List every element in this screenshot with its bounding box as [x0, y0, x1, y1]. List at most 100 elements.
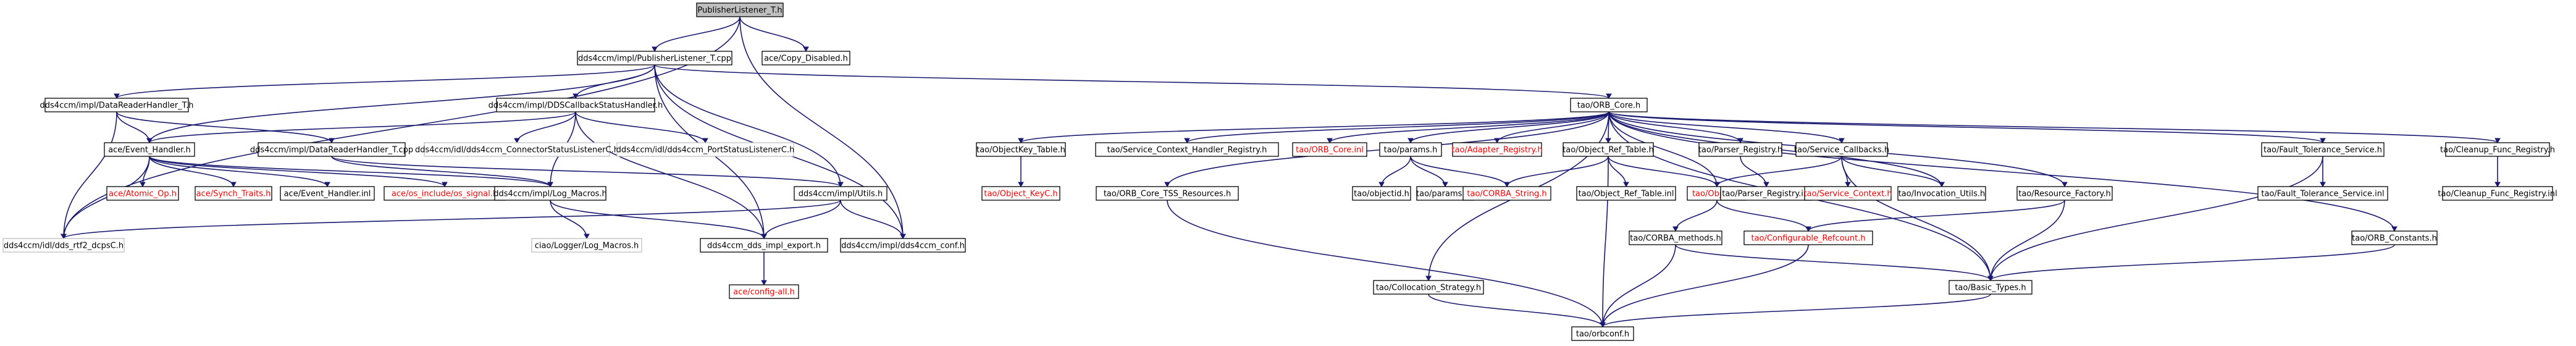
- node-box: [258, 142, 406, 157]
- node-tss[interactable]: tao/ORB_Core_TSS_Resources.h: [1096, 186, 1239, 201]
- node-drh-cpp[interactable]: dds4ccm/impl/DataReaderHandler_T.cpp: [250, 142, 413, 157]
- node-invocation-utils[interactable]: tao/Invocation_Utils.h: [1897, 186, 1986, 201]
- node-parser-reg-inl[interactable]: tao/Parser_Registry.inl: [1720, 186, 1813, 201]
- node-orb-core-inl[interactable]: tao/ORB_Core.inl: [1292, 142, 1367, 157]
- node-cleanup-reg[interactable]: tao/Cleanup_Func_Registry.h: [2440, 142, 2555, 157]
- node-parser-reg[interactable]: tao/Parser_Registry.h: [1698, 142, 1782, 157]
- node-box: [696, 2, 784, 17]
- edge-parser_reg-to-parser_reg_inl: [1740, 156, 1767, 187]
- node-pub-cpp[interactable]: dds4ccm/impl/PublisherListener_T.cpp: [577, 51, 732, 65]
- node-orbconf[interactable]: tao/orbconf.h: [1571, 326, 1634, 341]
- node-ft-service-inl[interactable]: tao/Fault_Tolerance_Service.inl: [2257, 186, 2388, 201]
- node-resource-factory[interactable]: tao/Resource_Factory.h: [2016, 186, 2113, 201]
- node-collocation[interactable]: tao/Collocation_Strategy.h: [1373, 280, 1484, 295]
- edge-objref_table-to-corba_string: [1506, 156, 1609, 187]
- arrowhead-event_handler_h-to-synch_traits: [230, 182, 237, 188]
- edge-orb_core_h-to-ft_service: [1608, 111, 2323, 143]
- node-event-handler-h[interactable]: ace/Event_Handler.h: [104, 142, 195, 157]
- node-box: [494, 186, 606, 201]
- node-atomic-op[interactable]: ace/Atomic_Op.h: [106, 186, 179, 201]
- node-configurable-refcount[interactable]: tao/Configurable_Refcount.h: [1743, 230, 1873, 245]
- arrowhead-pub_cpp-to-ddscb_h: [573, 93, 579, 99]
- node-box: [531, 238, 642, 253]
- node-objkey-table[interactable]: tao/ObjectKey_Table.h: [976, 142, 1066, 157]
- arrowhead-objref_table-to-corba_string: [1504, 182, 1510, 188]
- arrowhead-orb_core_h-to-tss: [1164, 182, 1170, 188]
- node-dds-export[interactable]: dds4ccm_dds_impl_export.h: [700, 238, 828, 253]
- node-dds4ccm-conf[interactable]: dds4ccm/impl/dds4ccm_conf.h: [840, 238, 966, 253]
- node-ddscb-h[interactable]: dds4ccm/impl/DDSCallbackStatusHandler.h: [489, 98, 663, 112]
- edge-orb_core_h-to-svc_callbacks: [1608, 111, 1842, 143]
- node-params-h[interactable]: tao/params.h: [1379, 142, 1442, 157]
- node-label: tao/Object_KeyC.h: [984, 190, 1057, 199]
- node-box: [729, 284, 799, 299]
- node-drh-h[interactable]: dds4ccm/impl/DataReaderHandler_T.h: [40, 98, 194, 112]
- node-orb-core-h[interactable]: tao/ORB_Core.h: [1570, 98, 1648, 112]
- node-label: PublisherListener_T.h: [697, 6, 782, 15]
- edge-root-to-dds4ccm_conf: [739, 16, 904, 239]
- node-params-inl[interactable]: tao/params.inl: [1416, 186, 1474, 201]
- edge-svc_callbacks-to-invocation_utils: [1841, 156, 1942, 187]
- node-box: [1795, 142, 1888, 157]
- node-objectid[interactable]: tao/objectid.h: [1352, 186, 1411, 201]
- edge-log_macros-to-ciao_log: [550, 200, 587, 239]
- node-svc-ctx[interactable]: tao/Service_Context_Handler_Registry.h: [1095, 142, 1279, 157]
- node-log-macros[interactable]: dds4ccm/impl/Log_Macros.h: [493, 186, 607, 201]
- node-box: [840, 238, 966, 253]
- node-label: tao/Object_Ref_Table.h: [1563, 146, 1654, 155]
- node-svc-callbacks[interactable]: tao/Service_Callbacks.h: [1794, 142, 1889, 157]
- node-adapter-reg[interactable]: tao/Adapter_Registry.h: [1451, 142, 1543, 157]
- node-cleanup-reg-inl[interactable]: tao/Cleanup_Func_Registry.inl: [2438, 186, 2557, 201]
- arrowhead-cleanup_reg-to-cleanup_reg_inl: [2494, 182, 2501, 188]
- arrowhead-orb_core_h-to-resource_factory: [2062, 182, 2068, 188]
- node-label: tao/CORBA_String.h: [1467, 190, 1546, 199]
- node-utils-h[interactable]: dds4ccm/impl/Utils.h: [794, 186, 887, 201]
- node-label: tao/Service_Context_Handler_Registry.h: [1107, 146, 1267, 155]
- graph-nodes: PublisherListener_T.h dds4ccm/impl/Publis…: [2, 2, 2557, 341]
- edge-root-to-copy_disabled: [739, 16, 807, 52]
- node-corba-methods[interactable]: tao/CORBA_methods.h: [1629, 230, 1722, 245]
- node-box: [1563, 142, 1654, 157]
- arrowhead-utils_h-to-dds_export: [761, 234, 767, 240]
- arrowhead-orb_core_h-to-svc_callbacks: [1839, 138, 1845, 144]
- edge-params_h-to-params_inl: [1410, 156, 1446, 187]
- arrowhead-orb_core_h-to-orb_constants: [2391, 226, 2398, 232]
- edge-svc_callbacks-to-basic_types: [1841, 156, 1991, 281]
- node-os-signal[interactable]: ace/os_include/os_signal.h: [384, 186, 506, 201]
- edge-configurable_refcount-to-orbconf: [1602, 244, 1809, 327]
- node-box: [2351, 230, 2438, 245]
- edge-params_h-to-objectid: [1381, 156, 1411, 187]
- node-ft-service[interactable]: tao/Fault_Tolerance_Service.h: [2261, 142, 2385, 157]
- node-label: dds4ccm/impl/DDSCallbackStatusHandler.h: [489, 101, 663, 111]
- node-objkey-c[interactable]: tao/Object_KeyC.h: [981, 186, 1060, 201]
- node-box: [1897, 186, 1986, 201]
- node-box: [976, 142, 1066, 157]
- node-box: [1373, 280, 1484, 295]
- node-objref-table-inl[interactable]: tao/Object_Ref_Table.inl: [1576, 186, 1676, 201]
- node-label: tao/Invocation_Utils.h: [1898, 190, 1986, 199]
- node-config-all[interactable]: ace/config-all.h: [729, 284, 799, 299]
- edge-pub_cpp-to-utils_h: [654, 64, 841, 187]
- node-box: [424, 142, 610, 157]
- node-box: [1698, 142, 1782, 157]
- arrowhead-ddscb_h-to-conn_listener: [514, 138, 520, 144]
- arrowhead-root-to-pub_cpp: [652, 46, 658, 53]
- node-event-handler-inl[interactable]: ace/Event_Handler.inl: [280, 186, 375, 201]
- node-corba-string[interactable]: tao/CORBA_String.h: [1462, 186, 1551, 201]
- node-label: tao/Fault_Tolerance_Service.h: [2263, 146, 2382, 155]
- node-basic-types[interactable]: tao/Basic_Types.h: [1949, 280, 2033, 295]
- node-label: tao/Basic_Types.h: [1955, 284, 2026, 293]
- arrowhead-svc_callbacks-to-invocation_utils: [1939, 182, 1945, 188]
- edge-utils_h-to-dds4ccm_conf: [840, 200, 904, 239]
- node-label: tao/ORB_Core.inl: [1296, 146, 1364, 155]
- node-copy-disabled[interactable]: ace/Copy_Disabled.h: [761, 51, 850, 65]
- arrowhead-root-to-copy_disabled: [803, 46, 809, 53]
- node-objref-table[interactable]: tao/Object_Ref_Table.h: [1563, 142, 1654, 157]
- edge-utils_h-to-rtf2: [63, 200, 841, 239]
- node-label: tao/Configurable_Refcount.h: [1751, 234, 1865, 243]
- node-synch-traits[interactable]: ace/Synch_Traits.h: [195, 186, 272, 201]
- node-svc-context[interactable]: tao/Service_Context.h: [1803, 186, 1892, 201]
- arrowhead-orb_core_h-to-objref_table: [1605, 138, 1611, 144]
- node-orb-constants[interactable]: tao/ORB_Constants.h: [2351, 230, 2438, 245]
- node-label: tao/Parser_Registry.h: [1698, 146, 1782, 155]
